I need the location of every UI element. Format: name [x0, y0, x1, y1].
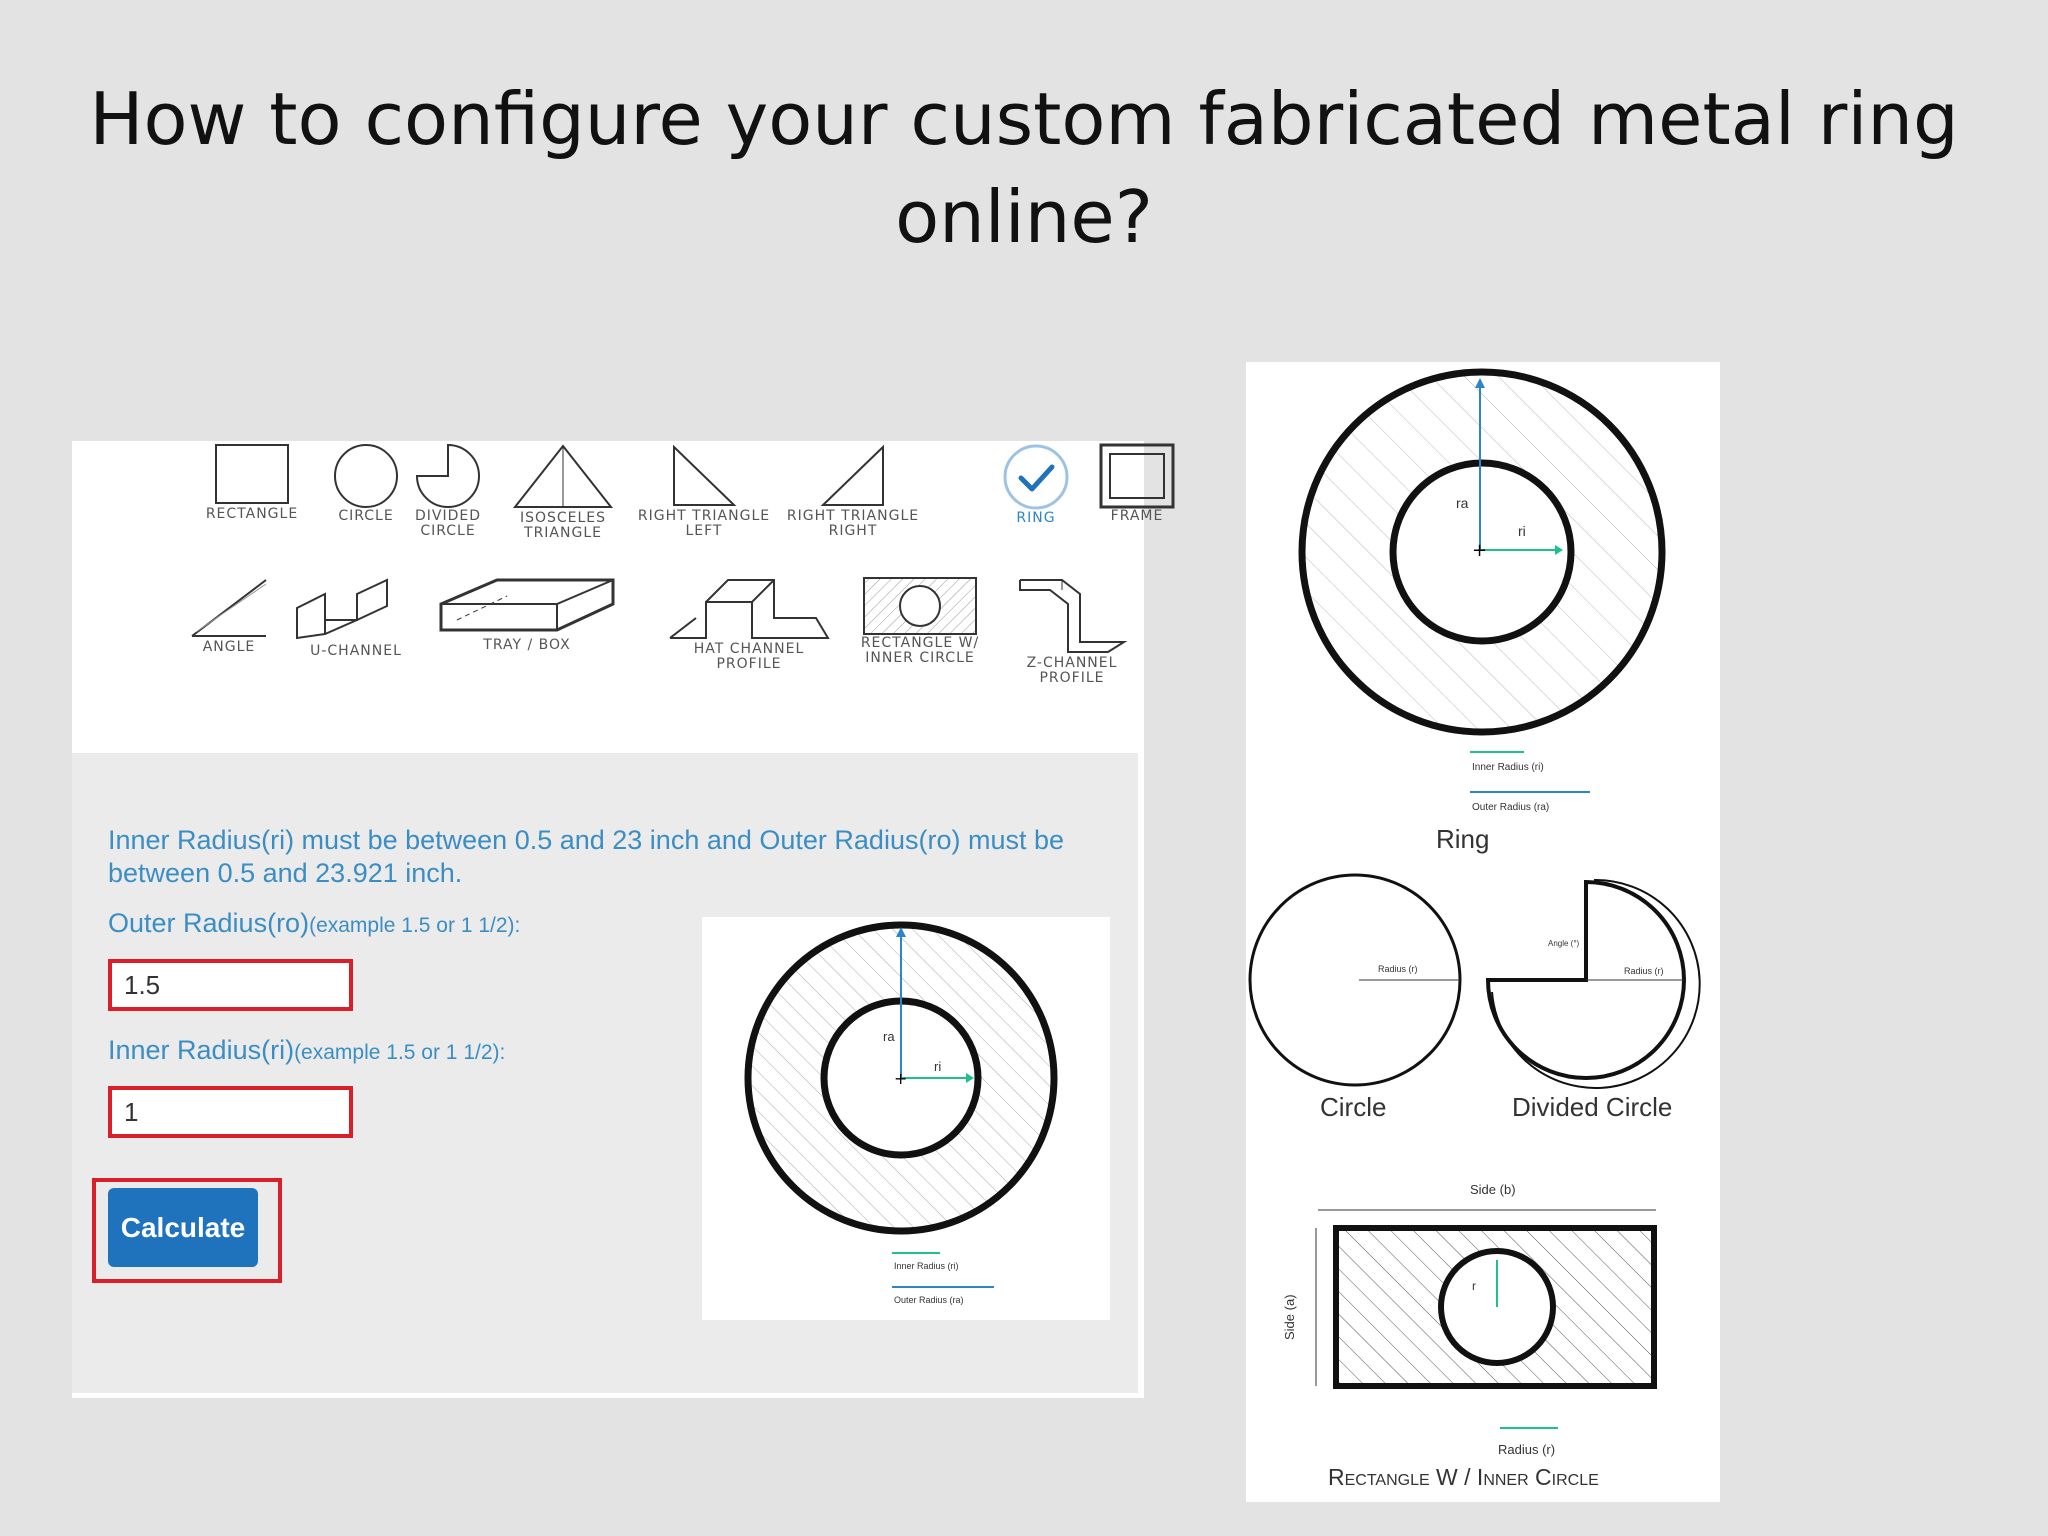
slide-title: How to configure your custom fabricated … [0, 70, 2048, 266]
shape-label-z-channel: Z-CHANNEL PROFILE [1026, 655, 1118, 686]
outer-radius-input[interactable] [108, 959, 353, 1011]
hat-channel-icon [669, 579, 830, 639]
right-triangle-right-icon [820, 444, 884, 506]
rectangle-icon [215, 444, 289, 504]
shape-rectangle-inner-circle[interactable]: RECTANGLE W/ INNER CIRCLE [850, 576, 990, 666]
shape-label-rectangle-inner-circle: RECTANGLE W/ INNER CIRCLE [860, 635, 980, 666]
preview-ri-label: ri [934, 1059, 941, 1074]
rectangle-inner-circle-icon [863, 577, 977, 635]
ref-ri-label: ri [1518, 523, 1526, 539]
inner-radius-input[interactable] [108, 1086, 353, 1138]
shape-frame[interactable]: FRAME [1092, 443, 1182, 524]
calculate-button[interactable]: Calculate [108, 1188, 258, 1267]
shape-selector: RECTANGLE CIRCLE DIVIDED CIRCLE ISOSCELE… [72, 441, 1175, 753]
rect-radius-label: Radius (r) [1498, 1442, 1555, 1457]
ring-preview-diagram: ra ri + Inner Radius (ri) Outer Radius (… [702, 917, 1110, 1320]
range-instructions: Inner Radius(ri) must be between 0.5 and… [108, 825, 1064, 888]
checkmark-icon [1003, 444, 1069, 510]
reference-shapes-svg: ra ri + Inner Radius (ri) Outer Radius (… [1248, 368, 1701, 1457]
u-channel-icon [296, 578, 388, 640]
angle-icon [191, 579, 267, 637]
shape-label-divided-circle: DIVIDED CIRCLE [414, 508, 482, 539]
divided-circle-caption: Divided Circle [1512, 1092, 1673, 1122]
preview-ra-label: ra [883, 1029, 895, 1044]
inner-radius-example: (example 1.5 or 1 1/2): [294, 1041, 506, 1064]
rect-side-a-label: Side (a) [1282, 1294, 1297, 1340]
shape-label-right-triangle-right: RIGHT TRIANGLE RIGHT [786, 508, 920, 539]
shape-label-frame: FRAME [1110, 508, 1164, 524]
shape-circle[interactable]: CIRCLE [326, 443, 406, 524]
circle-radius-label: Radius (r) [1378, 964, 1418, 974]
ref-outer-legend: Outer Radius (ra) [1472, 802, 1549, 813]
shape-label-tray-box: TRAY / BOX [483, 637, 571, 653]
frame-icon [1099, 443, 1175, 509]
shape-label-ring: RING [1016, 510, 1056, 526]
slide-title-line-2: online? [895, 175, 1153, 259]
shape-tray-box[interactable]: TRAY / BOX [432, 576, 622, 653]
divided-circle-radius-label: Radius (r) [1624, 966, 1664, 976]
isosceles-triangle-icon [512, 444, 614, 508]
shape-label-isosceles-triangle: ISOSCELES TRIANGLE [519, 510, 607, 541]
shape-label-right-triangle-left: RIGHT TRIANGLE LEFT [637, 508, 771, 539]
shape-label-circle: CIRCLE [338, 508, 394, 524]
ref-inner-legend: Inner Radius (ri) [1472, 762, 1544, 773]
preview-inner-legend: Inner Radius (ri) [894, 1261, 959, 1271]
ring-form: Inner Radius(ri) must be between 0.5 and… [72, 753, 1138, 1393]
shape-isosceles-triangle[interactable]: ISOSCELES TRIANGLE [508, 443, 618, 541]
center-plus-icon: + [894, 1069, 907, 1088]
reference-ring: ra ri + Inner Radius (ri) Outer Radius (… [1298, 368, 1666, 813]
tray-box-icon [439, 578, 615, 632]
shape-ring-selected[interactable]: RING [996, 443, 1076, 526]
rectangle-inner-circle-caption: Rectangle W / Inner Circle [1328, 1464, 1599, 1490]
circle-icon [334, 444, 398, 508]
z-channel-icon [1019, 579, 1128, 653]
ring-caption: Ring [1436, 824, 1490, 854]
reference-shapes-panel: ra ri + Inner Radius (ri) Outer Radius (… [1246, 362, 1720, 1502]
outer-radius-label: Outer Radius(ro)(example 1.5 or 1 1/2): [108, 908, 520, 939]
shape-u-channel[interactable]: U-CHANNEL [286, 576, 426, 659]
outer-radius-label-text: Outer Radius(ro) [108, 908, 310, 938]
ref-center-plus-icon: + [1472, 540, 1487, 561]
shape-label-rectangle: RECTANGLE [205, 506, 299, 522]
reference-circle: Radius (r) [1248, 873, 1462, 1087]
divided-circle-icon [415, 443, 480, 508]
rect-r-label: r [1472, 1279, 1476, 1293]
ref-ra-label: ra [1456, 495, 1469, 511]
shape-rectangle[interactable]: RECTANGLE [202, 443, 302, 522]
shape-z-channel[interactable]: Z-CHANNEL PROFILE [1012, 576, 1132, 686]
reference-rectangle-inner-circle: Side (b) Side (a) r Radius (r) [1282, 1182, 1657, 1457]
slide-title-line-1: How to configure your custom fabricated … [89, 77, 1959, 161]
circle-caption: Circle [1320, 1092, 1387, 1122]
divided-circle-angle-label: Angle (°) [1548, 939, 1580, 948]
outer-radius-example: (example 1.5 or 1 1/2): [309, 914, 521, 937]
shape-label-u-channel: U-CHANNEL [310, 643, 402, 659]
inner-radius-label-text: Inner Radius(ri) [108, 1035, 295, 1065]
configurator-screenshot: RECTANGLE CIRCLE DIVIDED CIRCLE ISOSCELE… [72, 441, 1175, 1398]
calculate-highlight [92, 1178, 282, 1283]
shape-divided-circle[interactable]: DIVIDED CIRCLE [408, 443, 488, 539]
shape-angle[interactable]: ANGLE [184, 576, 274, 655]
rect-side-b-label: Side (b) [1470, 1182, 1516, 1197]
shape-label-hat-channel: HAT CHANNEL PROFILE [693, 641, 805, 672]
right-triangle-left-icon [673, 444, 737, 506]
shape-right-triangle-right[interactable]: RIGHT TRIANGLE RIGHT [778, 443, 928, 539]
shape-right-triangle-left[interactable]: RIGHT TRIANGLE LEFT [634, 443, 774, 539]
inner-radius-label: Inner Radius(ri)(example 1.5 or 1 1/2): [108, 1035, 505, 1066]
preview-outer-legend: Outer Radius (ra) [894, 1295, 964, 1305]
shape-label-angle: ANGLE [202, 639, 256, 655]
shape-hat-channel[interactable]: HAT CHANNEL PROFILE [664, 576, 834, 672]
ring-preview-svg: ra ri + Inner Radius (ri) Outer Radius (… [744, 921, 1058, 1305]
reference-divided-circle: Radius (r) Angle (°) [1485, 878, 1701, 1089]
